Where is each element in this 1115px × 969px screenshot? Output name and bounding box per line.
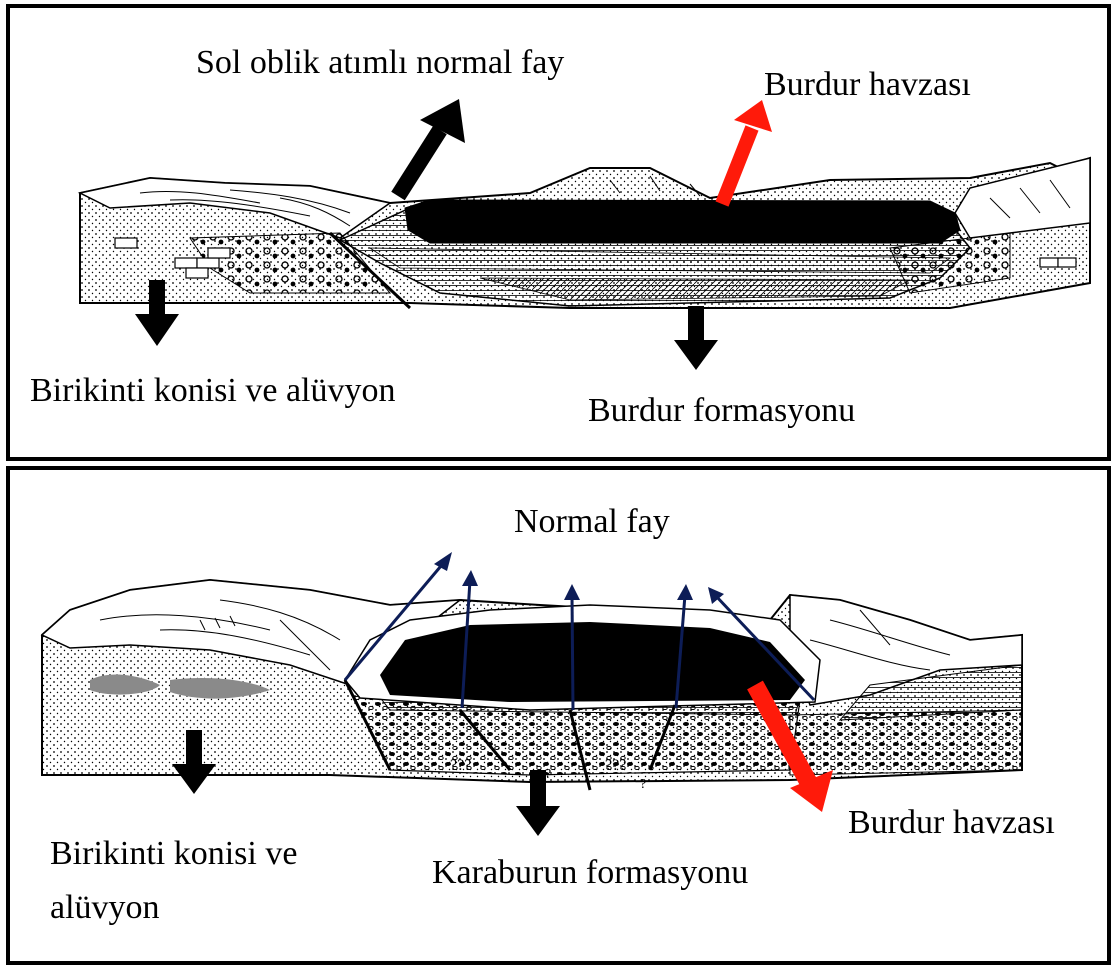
bottom-basin-label: Burdur havzası [848, 803, 1055, 842]
top-formation-label: Burdur formasyonu [588, 391, 855, 430]
bottom-fan-label-line2: alüvyon [50, 888, 160, 927]
top-panel: Sol oblik atımlı normal fay Burdur havza… [6, 4, 1111, 461]
bottom-question-mark-3: ? [640, 777, 646, 792]
top-lake [405, 200, 960, 243]
bottom-panel: ??? ??? ? ? [6, 466, 1111, 965]
bottom-fault-label: Normal fay [514, 502, 670, 541]
bottom-question-marks-2: ??? [605, 757, 626, 774]
top-formation-arrow [674, 306, 718, 370]
bottom-fan-label-line1: Birikinti konisi ve [50, 834, 297, 873]
top-fault-arrow [398, 99, 465, 196]
bottom-right-gravel [790, 710, 1022, 775]
top-fan-label: Birikinti konisi ve alüvyon [30, 371, 395, 410]
top-basin-label: Burdur havzası [764, 65, 971, 104]
bottom-formation-label: Karaburun formasyonu [432, 853, 748, 892]
bottom-question-marks-1: ??? [450, 757, 471, 774]
bottom-fault-arrowheads [434, 552, 724, 604]
top-fault-label: Sol oblik atımlı normal fay [196, 43, 564, 82]
top-basin-arrow [722, 100, 772, 204]
